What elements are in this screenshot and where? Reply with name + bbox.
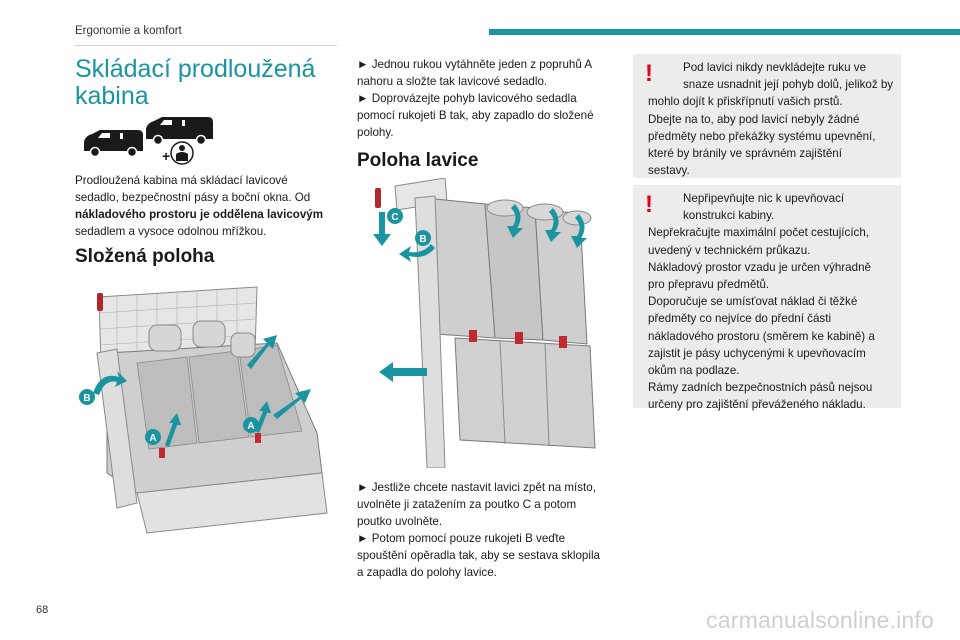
step-line: poutko uvolněte.: [357, 515, 443, 528]
intro-line: nákladového prostoru je oddělena lavicov…: [75, 208, 324, 221]
step-line: ► Jednou rukou vytáhněte jeden z popruhů…: [357, 58, 593, 71]
warning-line: sestavy.: [648, 164, 690, 178]
label-a: A: [247, 421, 254, 432]
step-line: ► Doprovázejte pohyb lavicového sedadla: [357, 92, 577, 105]
warning-icon: !: [645, 60, 653, 87]
warning-line: určeny pro zajištění převáženého nákladu…: [648, 398, 866, 412]
step-line: spouštění opěradla tak, aby se sestava s…: [357, 549, 600, 562]
warning-line: předměty nebo překážky systému upevnění,: [648, 129, 876, 143]
intro-line: sedadlo, bezpečnostní pásy a boční okna.…: [75, 191, 311, 204]
warning-line: uvedený v technickém průkazu.: [648, 243, 811, 257]
warning-line: snaze usnadnit její pohyb dolů, jelikož …: [683, 78, 894, 92]
plus-seat-icon: +: [162, 141, 194, 165]
step-line: a zapadla do polohy lavice.: [357, 566, 497, 579]
bench-position-illustration: C B: [373, 178, 596, 468]
title-line: kabina: [75, 82, 149, 110]
page-title: Skládací prodloužená kabina: [75, 56, 335, 110]
watermark: carmanualsonline.info: [706, 607, 934, 633]
warning-line: Dbejte na to, aby pod lavicí nebyly žádn…: [648, 112, 860, 126]
label-b: B: [419, 234, 426, 245]
warning-box-hands: ! Pod lavici nikdy nevkládejte ruku ve s…: [633, 54, 901, 178]
intro-paragraph: Prodloužená kabina má skládací lavicové …: [75, 172, 340, 240]
step-line: uvolněte ji zatažením za poutko C a poto…: [357, 498, 577, 511]
intro-line: sedadlem a vysoce odolnou mřížkou.: [75, 225, 267, 238]
title-line: Skládací prodloužená: [75, 55, 316, 83]
intro-line: Prodloužená kabina má skládací lavicové: [75, 174, 288, 187]
label-c: C: [391, 212, 398, 223]
warning-line: Doporučuje se umísťovat náklad či těžké: [648, 295, 858, 309]
warning-line: mohlo dojít k přiskřípnutí vašich prstů.: [648, 95, 843, 109]
header-accent-bar: [489, 29, 960, 35]
step-line: pomocí rukojeti B tak, aby zapadlo do sl…: [357, 109, 594, 122]
folded-bench-illustration: B A A: [79, 286, 328, 534]
heading-folded-position: Složená poloha: [75, 246, 215, 267]
long-van-icon: [146, 117, 213, 146]
header-rule: [75, 45, 337, 46]
unfolding-steps: ► Jestliže chcete nastavit lavici zpět n…: [357, 479, 617, 581]
warning-line: které by bránily ve správném zajištění: [648, 147, 842, 161]
warning-box-load: ! Nepřipevňujte nic k upevňovací konstru…: [633, 185, 901, 411]
step-line: polohy.: [357, 126, 394, 139]
label-b: B: [83, 393, 90, 404]
warning-line: Rámy zadních bezpečnostních pásů nejsou: [648, 381, 873, 395]
section-header: Ergonomie a komfort: [75, 25, 182, 37]
warning-line: předměty co nejvíce do přední části: [648, 312, 832, 326]
label-a: A: [149, 433, 156, 444]
short-van-icon: [84, 130, 143, 158]
folding-steps: ► Jednou rukou vytáhněte jeden z popruhů…: [357, 56, 617, 141]
heading-bench-position: Poloha lavice: [357, 150, 479, 171]
warning-line: Nepřipevňujte nic k upevňovací: [683, 192, 845, 205]
step-line: nahoru a složte tak lavicové sedadlo.: [357, 75, 548, 88]
warning-line: konstrukci kabiny.: [683, 209, 775, 223]
warning-line: okům na podlaze.: [648, 364, 740, 378]
warning-line: pro přepravu předmětů.: [648, 278, 770, 292]
warning-icon: !: [645, 191, 653, 218]
warning-line: Pod lavici nikdy nevkládejte ruku ve: [683, 61, 867, 74]
van-icons: +: [84, 117, 213, 165]
step-line: ► Jestliže chcete nastavit lavici zpět n…: [357, 481, 596, 494]
step-line: ► Potom pomocí pouze rukojeti B veďte: [357, 532, 566, 545]
warning-line: Nepřekračujte maximální počet cestujícíc…: [648, 226, 870, 240]
warning-line: zajistit je pásy uchycenými k upevňovací…: [648, 346, 866, 360]
page-number: 68: [36, 604, 49, 616]
warning-line: nákladového prostoru (směrem ke kabině) …: [648, 329, 875, 343]
warning-line: Nákladový prostor vzadu je určen výhradn…: [648, 260, 871, 274]
svg-text:+: +: [162, 148, 170, 164]
